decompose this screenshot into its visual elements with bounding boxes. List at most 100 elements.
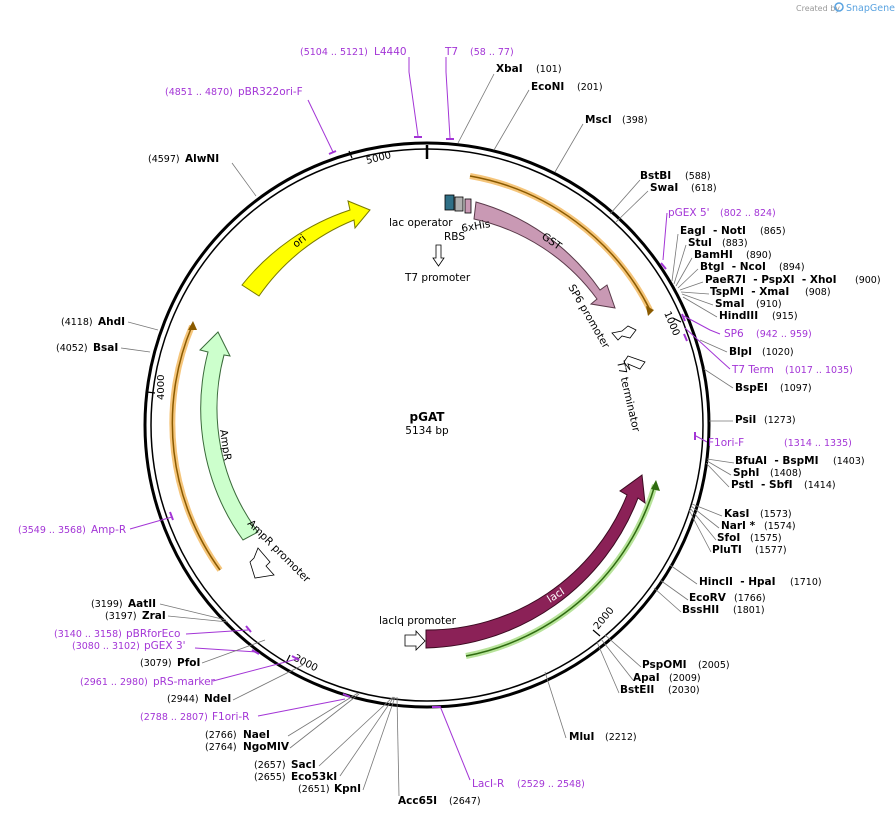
primer-sp6: SP6	[724, 328, 744, 340]
enzyme-pos-alwni: (4597)	[148, 154, 180, 165]
enzyme-acc65i: Acc65I	[398, 795, 437, 807]
enzyme-smai: SmaI	[715, 298, 745, 310]
enzyme-sphi: SphI	[733, 467, 759, 479]
primer-pos-pbrforeco: (3140 .. 3158)	[54, 629, 122, 640]
tick-2000: 2000	[592, 605, 617, 632]
enzyme-pos-pfoi: (3079)	[140, 658, 172, 669]
enzyme-pos-kpni: (2651)	[298, 784, 330, 795]
backbone-outer	[143, 141, 711, 709]
enzyme-pos-eagi-noti: (865)	[760, 226, 786, 237]
enzyme-pos-acc65i: (2647)	[449, 796, 481, 807]
enzyme-pos-ngomiv: (2764)	[205, 742, 237, 753]
primer-pgex5: pGEX 5'	[668, 207, 710, 219]
enzyme-stui: StuI	[688, 237, 712, 249]
rbs-box	[454, 196, 464, 212]
enzyme-pos-naei: (2766)	[205, 730, 237, 741]
ampr-label: AmpR	[217, 429, 233, 462]
primer-l4440: L4440	[374, 46, 407, 58]
enzyme-pos-bsshii: (1801)	[733, 605, 765, 616]
tick-5000: 5000	[365, 150, 392, 167]
primer-pos-prs-marker: (2961 .. 2980)	[80, 677, 148, 688]
enzyme-pos-sphi: (1408)	[770, 468, 802, 479]
enzyme-pos-bspei: (1097)	[780, 383, 812, 394]
enzyme-apai: ApaI	[633, 672, 660, 684]
tick-mark-1000	[672, 317, 682, 323]
enzyme-psti-sbfi: PstI - SbfI	[731, 479, 793, 491]
enzyme-ahdi: AhdI	[98, 316, 125, 328]
primer-pos-f1ori-r: (2788 .. 2807)	[140, 712, 208, 723]
enzyme-pos-swai: (618)	[691, 183, 717, 194]
enzyme-ngomiv: NgoMIV	[243, 741, 290, 753]
enzyme-saci: SacI	[291, 759, 316, 771]
enzyme-kpni: KpnI	[334, 783, 361, 795]
enzyme-pos-hincii-hpai: (1710)	[790, 577, 822, 588]
enzyme-msci: MscI	[585, 114, 612, 126]
gst-feature	[473, 201, 616, 309]
enzyme-pos-kasi: (1573)	[760, 509, 792, 520]
laci-primer-band	[465, 484, 656, 657]
enzyme-pos-apai: (2009)	[669, 673, 701, 684]
primer-t7-term: T7 Term	[731, 364, 774, 376]
enzyme-eagi-noti: EagI - NotI	[680, 225, 746, 237]
enzyme-btgi-ncoi: BtgI - NcoI	[700, 261, 766, 273]
enzyme-pos-smai: (910)	[756, 299, 782, 310]
enzyme-pos-ecorv: (1766)	[734, 593, 766, 604]
gst-primer-band-arrow	[646, 306, 654, 316]
enzyme-pluti: PluTI	[712, 544, 742, 556]
t7-promoter-arrow	[432, 244, 445, 267]
ampr-feature	[199, 331, 259, 541]
enzyme-bsteii: BstEII	[620, 684, 654, 696]
primer-pos-pgex3: (3080 .. 3102)	[72, 641, 140, 652]
enzyme-aatii: AatII	[128, 598, 156, 610]
enzyme-ecorv: EcoRV	[689, 592, 727, 604]
enzyme-pspomi: PspOMI	[642, 659, 687, 671]
enzyme-xbai: XbaI	[496, 63, 523, 75]
enzyme-pos-btgi-ncoi: (894)	[779, 262, 805, 273]
enzyme-swai: SwaI	[650, 182, 678, 194]
ampr-primer-band	[171, 325, 221, 571]
enzyme-pos-pluti: (1577)	[755, 545, 787, 556]
enzyme-pos-econi: (201)	[577, 82, 603, 93]
plasmid-name: pGAT	[410, 410, 446, 424]
primer-pbrforeco: pBRforEco	[126, 628, 180, 640]
enzyme-nari: NarI *	[721, 520, 756, 532]
enzyme-eco53ki: Eco53kI	[291, 771, 337, 783]
rbs-label: RBS	[444, 231, 465, 243]
enzyme-leaders	[120, 73, 735, 797]
snapgene-logo-icon	[834, 2, 844, 12]
enzyme-pos-msci: (398)	[622, 115, 648, 126]
primer-pbr322ori-f: pBR322ori-F	[238, 86, 303, 98]
enzyme-bfuai-bspmi: BfuAI - BspMI	[735, 455, 819, 467]
enzyme-kasi: KasI	[724, 508, 749, 520]
enzyme-zrai: ZraI	[142, 610, 166, 622]
enzyme-mlui: MluI	[569, 731, 594, 743]
primer-amp-r: Amp-R	[91, 524, 126, 536]
enzyme-pos-bsai: (4052)	[56, 343, 88, 354]
enzyme-sfoi: SfoI	[717, 532, 740, 544]
t7-terminator-arrow	[623, 355, 646, 371]
enzyme-pos-aatii: (3199)	[91, 599, 123, 610]
his-tag-box	[464, 198, 472, 214]
tick-mark-2000	[592, 629, 601, 637]
laciq-promoter-label: lacIq promoter	[379, 615, 457, 627]
ampr-primer-band-arrow	[188, 321, 197, 330]
laci-primer-band-arrow	[651, 480, 660, 491]
primer-t7: T7	[444, 46, 458, 58]
enzyme-pos-ndei: (2944)	[167, 694, 199, 705]
lac-operator-label: lac operator	[389, 217, 453, 229]
plasmid-length: 5134 bp	[405, 425, 449, 437]
primer-leaders	[129, 57, 731, 781]
tick-4000: 4000	[156, 375, 167, 400]
tick-1000: 1000	[661, 310, 681, 338]
primer-pos-t7-term: (1017 .. 1035)	[785, 365, 853, 376]
enzyme-pos-stui: (883)	[722, 238, 748, 249]
primer-prs-marker: pRS-marker	[153, 676, 216, 688]
primer-pos-l4440: (5104 .. 5121)	[300, 47, 368, 58]
gst-primer-band	[469, 175, 651, 311]
primer-f1ori-f: F1ori-F	[708, 437, 744, 449]
enzyme-pos-saci: (2657)	[254, 760, 286, 771]
enzyme-bspei: BspEI	[735, 382, 768, 394]
primer-pgex3: pGEX 3'	[144, 640, 186, 652]
enzyme-pos-eco53ki: (2655)	[254, 772, 286, 783]
